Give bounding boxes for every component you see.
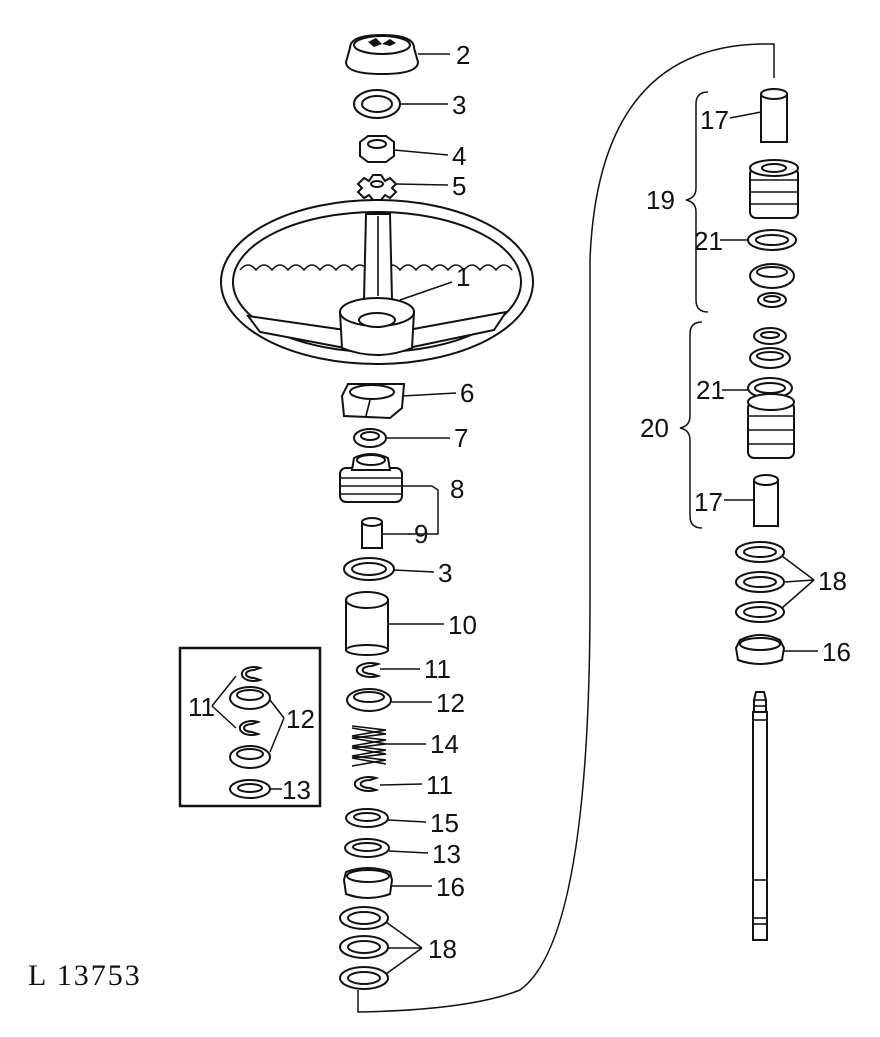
label-9: 9 — [414, 519, 428, 549]
label-10: 10 — [448, 610, 477, 640]
label-11-lower: 11 — [426, 770, 453, 800]
inset-label-11: 11 — [188, 692, 215, 722]
part-6-hex-nut — [340, 383, 406, 420]
part-18-washers-right — [735, 541, 785, 623]
label-15: 15 — [430, 808, 459, 838]
label-11-upper: 11 — [424, 654, 451, 684]
label-7: 7 — [454, 423, 468, 453]
part-2-cap — [344, 33, 420, 76]
part-12-bearing — [346, 688, 392, 712]
label-8: 8 — [450, 474, 464, 504]
label-17-lower: 17 — [694, 487, 723, 517]
part-3-washer-lower — [343, 557, 395, 581]
label-2: 2 — [456, 40, 470, 70]
inset-detail-box — [178, 646, 322, 808]
label-4: 4 — [452, 141, 466, 171]
part-5-lock-washer — [356, 174, 398, 201]
label-21-lower: 21 — [696, 375, 725, 405]
label-18-right: 18 — [818, 566, 847, 596]
part-17-pin-lower — [753, 474, 779, 527]
label-16-right: 16 — [822, 637, 851, 667]
part-11-snap-ring-lower — [353, 776, 380, 792]
label-20: 20 — [640, 413, 669, 443]
shaft-icon — [752, 691, 768, 941]
part-8-threaded-bushing — [339, 453, 403, 503]
label-21-top: 21 — [694, 226, 723, 256]
label-14: 14 — [430, 729, 459, 759]
steering-wheel-icon — [220, 199, 534, 365]
inset-label-12: 12 — [286, 704, 315, 734]
label-18-left: 18 — [428, 934, 457, 964]
part-11-snap-ring — [355, 662, 382, 678]
label-3-lower: 3 — [438, 558, 452, 588]
part-10-tube — [345, 591, 389, 656]
figure-reference: L 13753 — [28, 959, 142, 992]
inset-label-13: 13 — [282, 775, 311, 805]
part-19-bushing — [747, 159, 799, 308]
part-20-bushing — [747, 327, 795, 459]
part-17-pin-top — [760, 88, 788, 143]
assembly-connector-line — [357, 43, 775, 1013]
label-19: 19 — [646, 185, 675, 215]
label-3-top: 3 — [452, 90, 466, 120]
label-17-top: 17 — [700, 105, 729, 135]
part-16-cap-left — [342, 867, 394, 899]
part-4-nut — [359, 135, 395, 163]
part-18-washers-left — [339, 906, 389, 990]
label-13: 13 — [432, 839, 461, 869]
label-1: 1 — [456, 262, 470, 292]
part-9-sleeve — [361, 517, 383, 549]
label-12: 12 — [436, 688, 465, 718]
label-6: 6 — [460, 378, 474, 408]
part-13-washer — [344, 838, 390, 858]
label-16-left: 16 — [436, 872, 465, 902]
part-7-ring — [353, 428, 387, 448]
spring-icon — [351, 725, 387, 767]
part-15-washer — [345, 808, 389, 828]
label-5: 5 — [452, 171, 466, 201]
part-16-cap-right — [734, 634, 786, 665]
part-3-washer-top — [353, 89, 401, 119]
